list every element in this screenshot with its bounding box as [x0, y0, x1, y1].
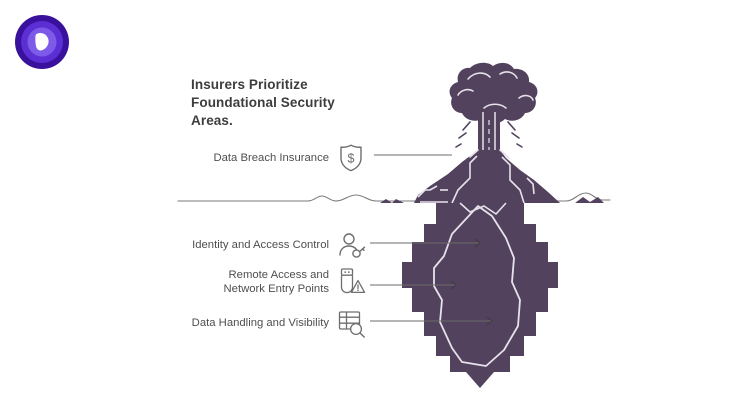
label-remote-access-and-network-entry-points: Remote Access and Network Entry Points — [223, 269, 329, 295]
mountain-ridge-far-right — [526, 177, 535, 195]
cloud-highlight-4 — [518, 94, 534, 101]
label-data-handling-and-visibility: Data Handling and Visibility — [191, 317, 329, 329]
eruption-column — [478, 112, 500, 168]
arrowhead-data-handling — [486, 316, 493, 326]
brand-logo[interactable] — [14, 14, 70, 70]
iceberg-top-notch — [459, 202, 507, 215]
iceberg-body — [402, 203, 558, 388]
usb-drive-warning-icon — [336, 266, 366, 298]
shield-dollar-icon: $ — [336, 142, 366, 174]
cloud-highlight-2 — [499, 71, 518, 79]
cloud-highlight-5 — [483, 103, 507, 109]
mountain-ridge-right — [501, 156, 525, 204]
volcano-mountain — [414, 150, 560, 203]
water-line — [177, 191, 611, 202]
cloud-highlight-1 — [467, 72, 491, 80]
iceberg-below-water — [402, 202, 558, 388]
logo-play-glyph — [35, 32, 49, 51]
volcano-foot-left — [380, 199, 414, 203]
arrowhead-identity-access — [474, 238, 481, 248]
diagram-item-identity-and-access-control[interactable]: Identity and Access Control — [150, 229, 366, 261]
person-key-icon — [336, 229, 366, 261]
svg-text:$: $ — [348, 152, 355, 166]
label-identity-and-access-control: Identity and Access Control — [192, 239, 329, 251]
crater-lip-left — [469, 149, 479, 158]
eruption-cloud — [449, 62, 538, 124]
volcano-foot-right — [560, 197, 604, 203]
crater-lip-right — [499, 149, 510, 159]
arrowhead-remote-access — [450, 280, 457, 290]
diagram-item-data-breach-insurance[interactable]: Data Breach Insurance $ — [150, 142, 366, 174]
connector-arrowheads — [450, 238, 493, 326]
cloud-highlight-3 — [457, 88, 474, 96]
label-data-breach-insurance: Data Breach Insurance — [213, 152, 329, 164]
volcano-above-water — [380, 62, 604, 204]
connector-lines — [370, 154, 492, 322]
table-search-icon — [336, 307, 366, 339]
mountain-ridge-left — [451, 155, 478, 204]
diagram-item-data-handling-and-visibility[interactable]: Data Handling and Visibility — [150, 307, 366, 339]
eruption-sparks — [455, 121, 523, 148]
page-title: Insurers Prioritize Foundational Securit… — [191, 77, 335, 128]
diagram-item-remote-access-and-network-entry-points[interactable]: Remote Access and Network Entry Points — [150, 266, 366, 298]
iceberg-inner-outline — [433, 205, 521, 367]
mountain-ridge-far-left — [417, 185, 438, 198]
